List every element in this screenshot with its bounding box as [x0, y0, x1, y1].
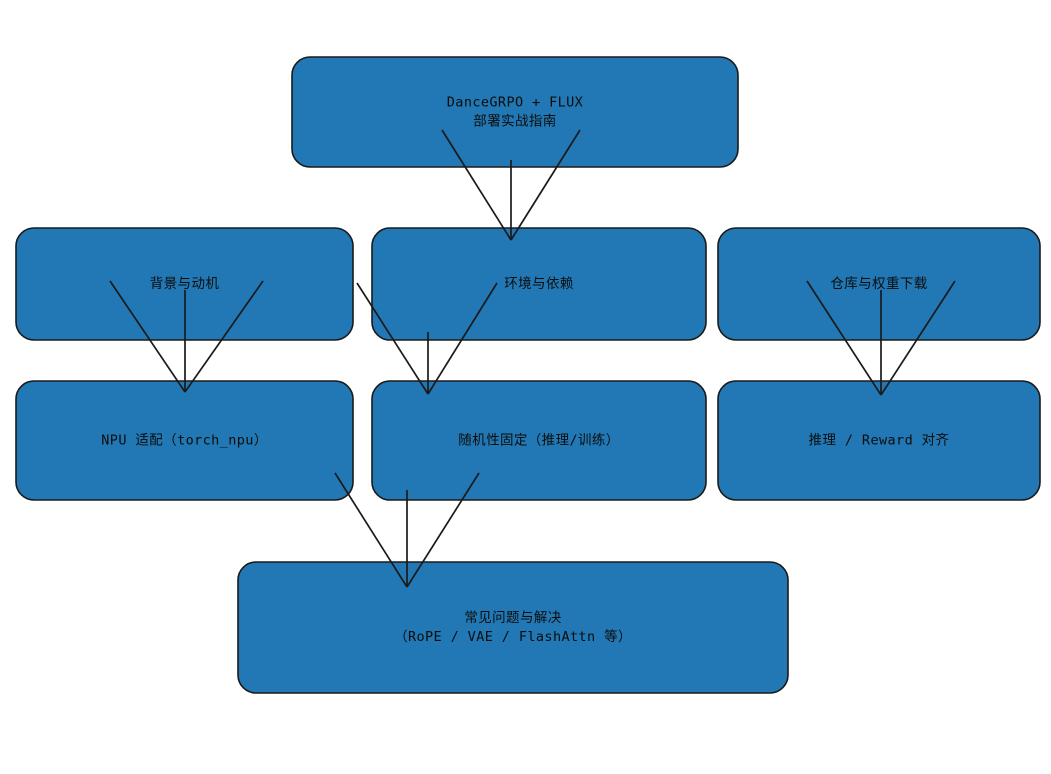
- edge-seed-to-faq-arrowhead-wing-1: [406, 472, 480, 588]
- root-node-label-line-0: DanceGRPO + FLUX: [447, 95, 583, 111]
- randomness-fixing-node-shape: [371, 380, 707, 501]
- edge-environment-to-seed-arrowhead-wing-0: [356, 282, 429, 395]
- randomness-fixing-node-label-line-0: 随机性固定（推理/训练）: [458, 433, 619, 449]
- background-motivation-node-label-line-0: 背景与动机: [150, 276, 220, 292]
- randomness-fixing-node-label: 随机性固定（推理/训练）: [458, 433, 619, 449]
- faq-solutions-node[interactable]: 常见问题与解决 （RoPE / VAE / FlashAttn 等）: [237, 561, 789, 694]
- faq-solutions-node-shape: [237, 561, 789, 694]
- npu-adaptation-node-label-line-0: NPU 适配（torch_npu）: [101, 433, 267, 449]
- edge-seed-to-faq: [334, 472, 480, 588]
- root-node-label-line-1: 部署实战指南: [473, 114, 556, 130]
- repository-weights-node-label-line-0: 仓库与权重下载: [830, 275, 927, 292]
- faq-solutions-node-label-line-1: （RoPE / VAE / FlashAttn 等）: [394, 628, 632, 645]
- edge-root-to-repository-arrowhead-wing-0: [806, 280, 882, 396]
- edge-root-to-background-arrowhead-wing-1: [184, 280, 264, 393]
- root-node-shape: [291, 56, 739, 168]
- inference-reward-align-node-label-line-0: 推理 / Reward 对齐: [809, 433, 950, 449]
- npu-adaptation-node-label: NPU 适配（torch_npu）: [101, 433, 267, 449]
- edge-root-to-environment-arrowhead-wing-1: [510, 129, 581, 241]
- root-node-label: DanceGRPO + FLUX 部署实战指南: [447, 95, 583, 130]
- repository-weights-node-label: 仓库与权重下载: [830, 275, 927, 292]
- edge-seed-to-faq-arrowhead-wing-0: [334, 472, 408, 588]
- environment-dependency-node-shape: [371, 227, 707, 341]
- root-node[interactable]: DanceGRPO + FLUX 部署实战指南: [291, 56, 739, 168]
- inference-reward-align-node-shape: [717, 380, 1041, 501]
- edge-root-to-repository: [806, 280, 956, 396]
- edge-root-to-background-arrowhead-wing-0: [109, 280, 186, 393]
- edge-root-to-environment-arrowhead-wing-0: [441, 129, 512, 241]
- environment-dependency-node[interactable]: 环境与依赖: [371, 227, 707, 341]
- environment-dependency-node-label-line-0: 环境与依赖: [504, 276, 574, 292]
- faq-solutions-node-label: 常见问题与解决 （RoPE / VAE / FlashAttn 等）: [394, 610, 632, 645]
- edges-layer: [109, 129, 956, 588]
- environment-dependency-node-label: 环境与依赖: [504, 276, 574, 292]
- npu-adaptation-node[interactable]: NPU 适配（torch_npu）: [15, 380, 354, 501]
- repository-weights-node-shape: [717, 227, 1041, 341]
- repository-weights-node[interactable]: 仓库与权重下载: [717, 227, 1041, 341]
- edge-root-to-background: [109, 280, 264, 393]
- edge-root-to-environment: [441, 129, 581, 241]
- randomness-fixing-node[interactable]: 随机性固定（推理/训练）: [371, 380, 707, 501]
- inference-reward-align-node-label: 推理 / Reward 对齐: [809, 433, 950, 449]
- faq-solutions-node-label-line-0: 常见问题与解决: [464, 610, 561, 626]
- edge-environment-to-seed: [356, 282, 498, 395]
- inference-reward-align-node[interactable]: 推理 / Reward 对齐: [717, 380, 1041, 501]
- edge-environment-to-seed-arrowhead-wing-1: [427, 282, 498, 395]
- background-motivation-node-label: 背景与动机: [150, 276, 220, 292]
- edge-root-to-repository-arrowhead-wing-1: [880, 280, 956, 396]
